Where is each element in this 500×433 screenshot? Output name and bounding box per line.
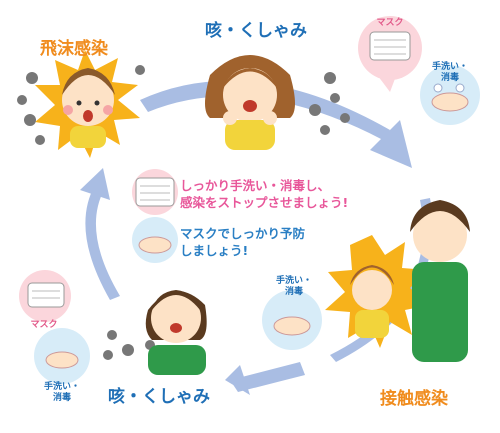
message-handwash: しっかり手洗い・消毒し、 感染をストップさせましょう!: [180, 177, 348, 211]
handwash-bubble-left: [34, 328, 90, 384]
mother-right: [410, 200, 470, 362]
label-contact-infection: 接触感染: [380, 389, 448, 409]
handwash-bubble-mid: [262, 290, 322, 350]
germs: [17, 65, 350, 360]
sneezing-girl-top: [205, 55, 295, 150]
handwash-bubble-top: [420, 65, 480, 125]
message-line-1: しっかり手洗い・消毒し、: [180, 178, 331, 193]
message-line-3: マスクでしっかり予防: [180, 226, 306, 241]
mask-bubble-left: [19, 270, 71, 322]
message-line-4: しましょう!: [180, 243, 249, 258]
label-droplet-infection: 飛沫感染: [40, 39, 108, 59]
label-mask-left: マスク: [30, 320, 58, 330]
label-mask-top: マスク: [376, 18, 404, 28]
label-handwash-left: 手洗い・ 消毒: [43, 382, 80, 403]
message-icons: [132, 169, 178, 263]
mask-bubble-top: [358, 16, 422, 92]
label-handwash-top: 手洗い・ 消毒: [431, 62, 468, 83]
message-mask: マスクでしっかり予防 しましょう!: [180, 225, 305, 259]
label-cough-sneeze-bottom: 咳・くしゃみ: [108, 387, 210, 407]
sneezing-person-bottom: [145, 290, 207, 375]
message-line-2: 感染をストップさせましょう!: [180, 195, 349, 210]
label-handwash-mid: 手洗い・ 消毒: [275, 276, 312, 297]
label-cough-sneeze-top: 咳・くしゃみ: [205, 21, 307, 41]
burst-top-left: [35, 50, 140, 158]
burst-right: [325, 235, 430, 348]
